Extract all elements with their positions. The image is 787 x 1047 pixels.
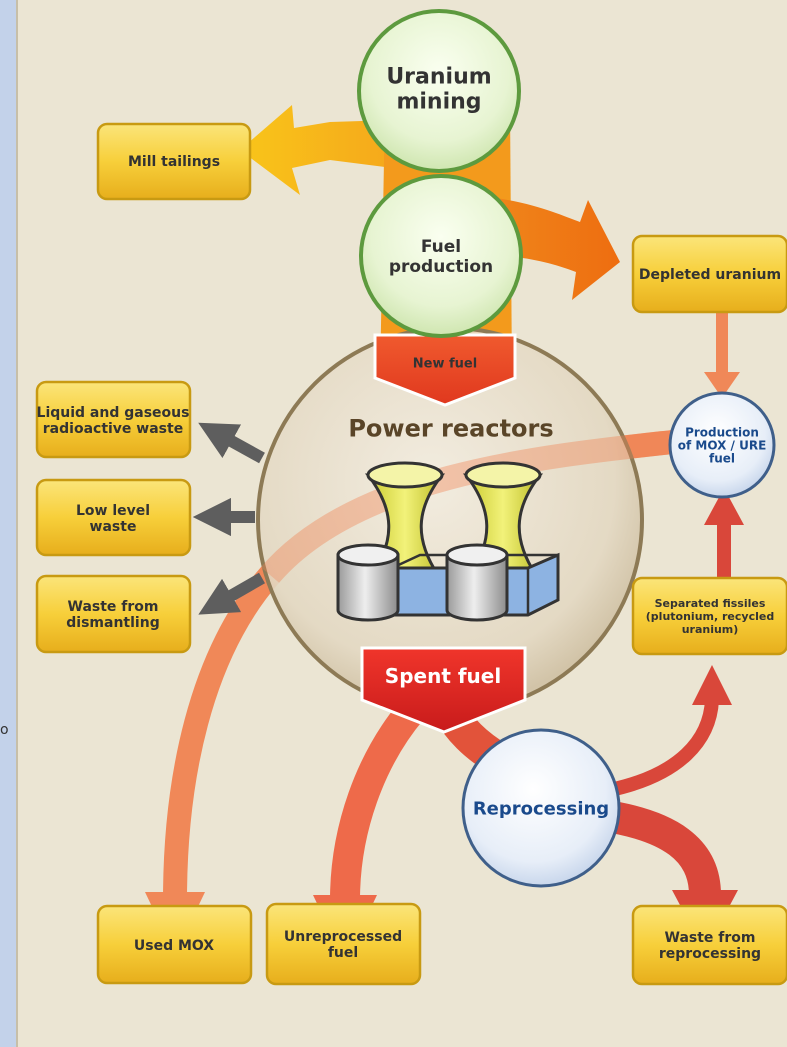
mill-tailings-box[interactable] (96, 122, 252, 201)
flow-to-reprocessing-waste (597, 799, 721, 896)
label-line: Unreprocessed (284, 929, 402, 945)
cooling-tower-top (366, 461, 444, 489)
depleted-uranium-label: Depleted uranium (639, 267, 781, 283)
spent-fuel-pentagon[interactable] (360, 646, 527, 734)
label-line: Separated fissiles (655, 597, 766, 610)
containment-cylinder-top (336, 543, 400, 567)
label-line: Low level (76, 503, 150, 519)
waste-boxes (35, 122, 787, 986)
arrow-to-dismantling-waste (198, 572, 265, 615)
flow-spent-to-unreprocessed (330, 700, 424, 901)
liquid-gaseous-waste-box[interactable] (35, 380, 192, 459)
arrowhead-mox-from-depleted (704, 372, 740, 398)
dismantling-waste-box[interactable] (35, 574, 192, 654)
used-mox-box[interactable] (96, 904, 253, 985)
label-line: reprocessing (659, 946, 761, 962)
label-line: of MOX / URE (678, 438, 767, 452)
reactor-icon (336, 461, 560, 622)
panel-edge (16, 0, 18, 1047)
label-line: waste (90, 519, 137, 535)
label-line: fuel (709, 451, 735, 465)
low-level-waste-box[interactable] (35, 478, 192, 557)
label-line: Waste from (665, 930, 756, 946)
flow-to-separated-fissiles (608, 699, 719, 797)
label-line: Used MOX (134, 938, 214, 954)
reprocessing-waste-box[interactable] (631, 904, 787, 986)
label-line: radioactive waste (43, 421, 183, 437)
label-line: Waste from (68, 599, 159, 615)
mox-production-circle[interactable] (668, 391, 776, 499)
reprocessing-circle[interactable] (461, 728, 621, 888)
containment-cylinder-icon (445, 553, 509, 622)
fuel-production-circle[interactable] (359, 174, 523, 338)
label-line: uranium) (682, 623, 739, 636)
label-line: (plutonium, recycled (646, 610, 774, 623)
label-line: Reprocessing (473, 798, 609, 819)
label-line: Uranium (386, 64, 491, 89)
unreprocessed-fuel-box[interactable] (265, 902, 422, 986)
separated-fissiles-box[interactable] (631, 576, 787, 656)
spent-fuel-label: Spent fuel (385, 664, 501, 688)
arrowhead-separated-fissiles (692, 665, 732, 705)
label-line: Fuel (421, 237, 461, 257)
new-fuel-pentagon (373, 333, 517, 407)
reprocessing-label: Reprocessing (473, 798, 609, 819)
arrow-to-liquid-waste (198, 422, 265, 464)
containment-cylinder-icon (336, 553, 400, 622)
power-reactors-label: Power reactors (348, 415, 553, 443)
cooling-tower-top (464, 461, 542, 489)
arrowhead-mox-from-fissiles (704, 488, 744, 525)
label-line: fuel (328, 945, 358, 961)
label-line: production (389, 257, 493, 277)
label-line: dismantling (66, 615, 159, 631)
reactor-building-top (391, 553, 558, 570)
label-line: Production (685, 425, 759, 439)
label-line: Depleted uranium (639, 267, 781, 283)
label-line: Liquid and gaseous (37, 405, 190, 421)
label-line: Mill tailings (128, 154, 220, 170)
label-line: Spent fuel (385, 664, 501, 688)
used-mox-label: Used MOX (134, 938, 214, 954)
depleted-uranium-box[interactable] (631, 234, 787, 314)
mill-tailings-label: Mill tailings (128, 154, 220, 170)
containment-cylinder-top (445, 543, 509, 567)
label-line: New fuel (413, 357, 477, 372)
edge-glyph: o (0, 722, 9, 738)
uranium-mining-circle[interactable] (357, 9, 521, 173)
new-fuel-label: New fuel (413, 357, 477, 372)
label-line: mining (396, 89, 481, 114)
label-line: Power reactors (348, 415, 553, 443)
